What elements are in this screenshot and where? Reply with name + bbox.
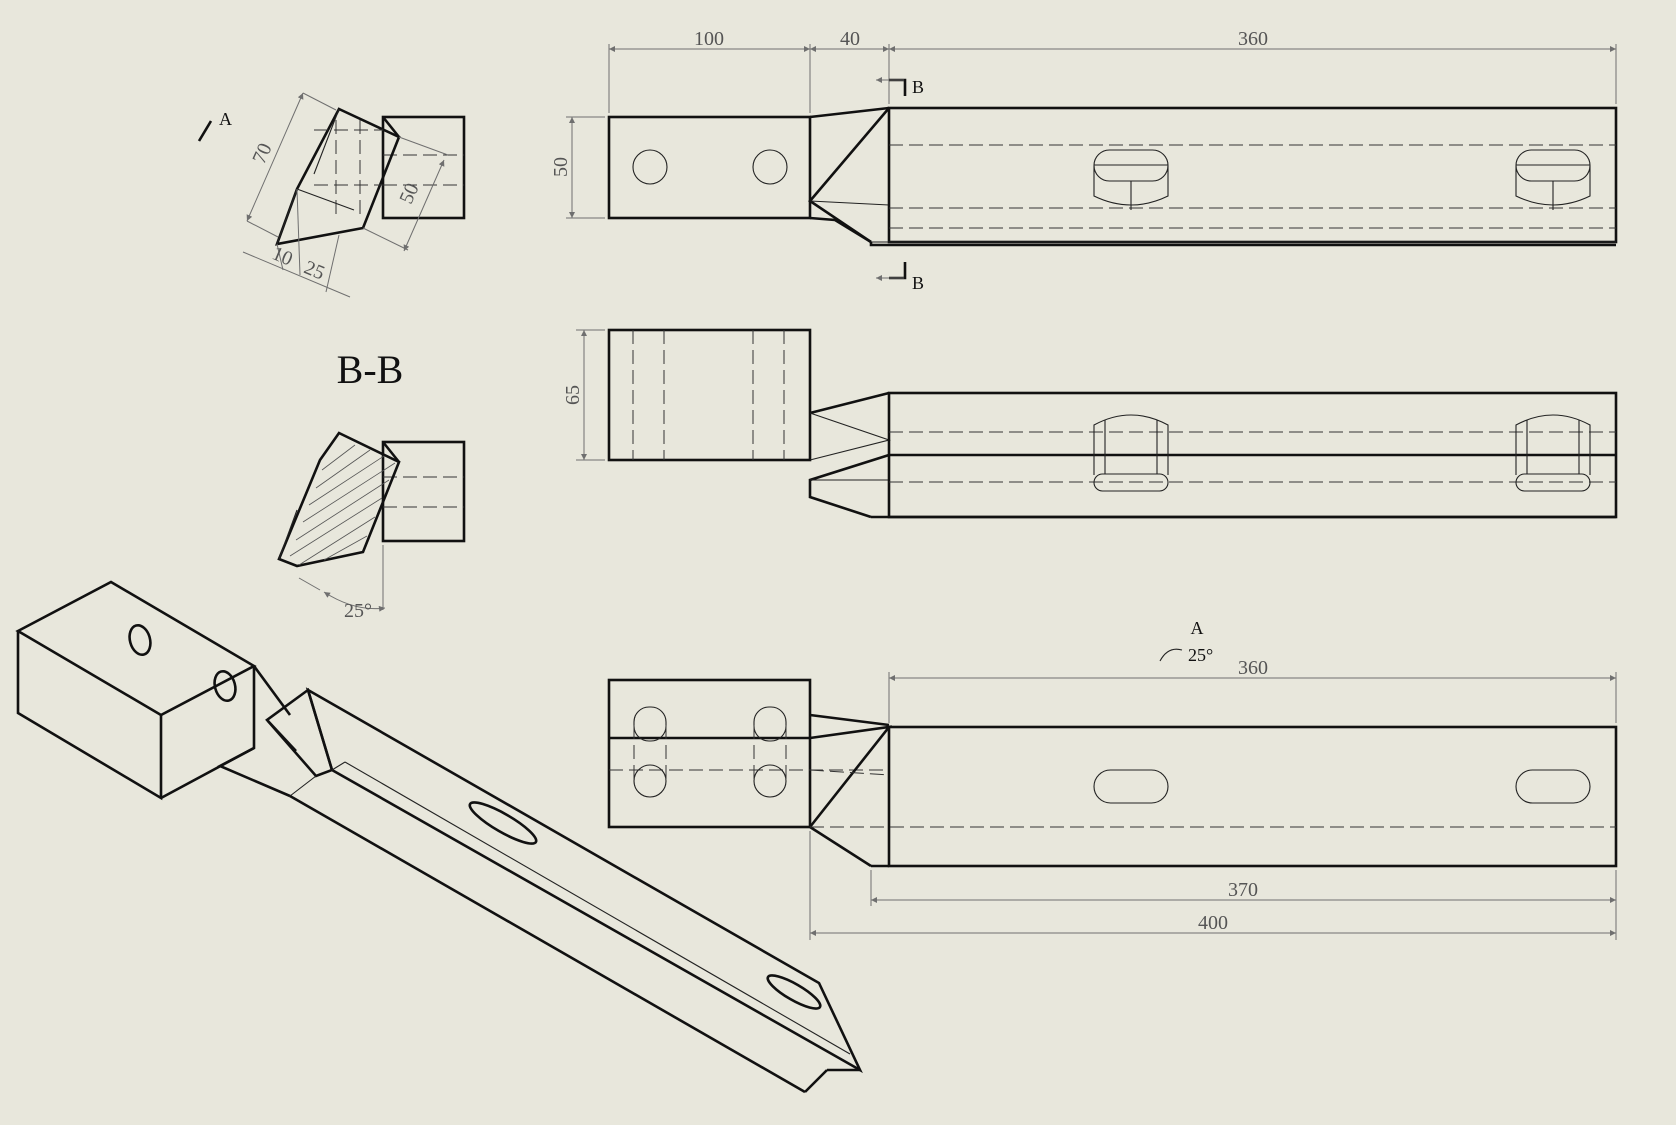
section-cut-marker: B B	[876, 77, 924, 293]
svg-text:A: A	[219, 109, 232, 129]
svg-text:A: A	[1191, 618, 1204, 638]
svg-text:B: B	[912, 273, 924, 293]
isometric-view	[15, 580, 863, 1094]
dim-top-360: 360	[1238, 28, 1268, 50]
dim-aux-25: 25	[301, 256, 328, 284]
dim-aux-50: 50	[395, 180, 423, 207]
dim-bottom-370: 370	[1228, 879, 1258, 901]
view-a-rotation-marker: A 25°	[1159, 618, 1213, 665]
section-b-b: B-B 25°	[277, 347, 466, 622]
section-title: B-B	[337, 347, 404, 392]
dim-top-100: 100	[694, 28, 724, 50]
dim-bottom-360: 360	[1238, 657, 1268, 679]
svg-text:25°: 25°	[1188, 645, 1213, 665]
svg-text:B: B	[912, 77, 924, 97]
bottom-view: A 25° 360 370 400	[607, 618, 1618, 940]
dim-top-40: 40	[840, 28, 860, 50]
top-view: 100 40 360 50 B B	[550, 28, 1618, 293]
dim-bottom-400: 400	[1198, 912, 1228, 934]
auxiliary-view-a: A 70 50 10 25	[197, 92, 466, 298]
dim-front-height-65: 65	[562, 385, 584, 405]
front-view: 65	[562, 328, 1618, 519]
dim-top-height-50: 50	[550, 157, 572, 177]
dim-section-angle: 25°	[344, 600, 372, 622]
dim-aux-10: 10	[269, 242, 296, 270]
